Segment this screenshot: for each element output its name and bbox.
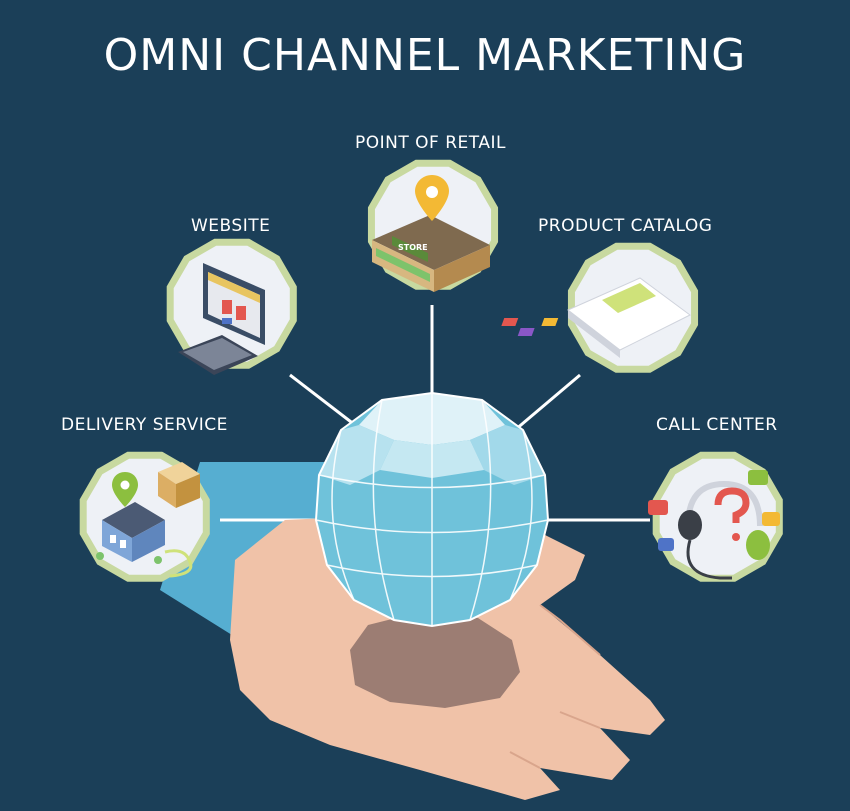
connector-product-catalog	[514, 373, 581, 432]
label-product-catalog: PRODUCT CATALOG	[538, 216, 713, 236]
label-website: WEBSITE	[191, 216, 271, 236]
node-product-catalog	[501, 242, 699, 373]
node-delivery-service	[79, 451, 210, 582]
node-point-of-retail: STORE	[367, 159, 499, 292]
store-sign: STORE	[398, 243, 428, 252]
node-call-center	[648, 451, 783, 582]
open-hand-icon	[230, 515, 665, 800]
globe-icon	[314, 391, 550, 628]
computer-icon	[178, 263, 265, 375]
page-title: OMNI CHANNEL MARKETING	[103, 30, 747, 81]
node-website	[166, 238, 297, 375]
headset-icon	[648, 470, 780, 580]
label-point-of-retail: POINT OF RETAIL	[355, 133, 506, 153]
catalog-icon	[501, 277, 691, 358]
house-delivery-icon	[96, 462, 200, 578]
label-delivery-service: DELIVERY SERVICE	[61, 415, 228, 435]
label-call-center: CALL CENTER	[656, 415, 778, 435]
connector-website	[289, 373, 356, 427]
store-icon: STORE	[372, 175, 490, 292]
